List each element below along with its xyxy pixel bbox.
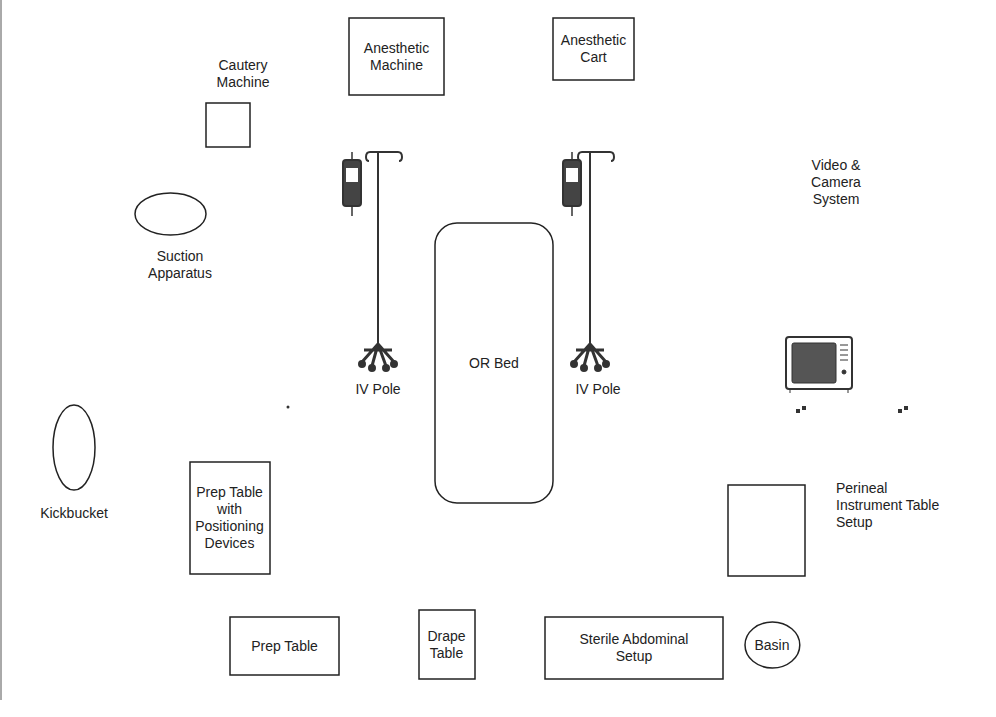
suction-ellipse: Suction Apparatus <box>134 192 207 236</box>
outline <box>230 617 339 675</box>
outline <box>206 103 250 147</box>
outline <box>419 610 475 679</box>
node-content: Basin <box>744 621 801 669</box>
table-box: Prep Table <box>229 616 340 676</box>
node-label: Kickbucket <box>24 505 124 522</box>
or-bed: OR Bed <box>434 222 554 504</box>
node-label: Prep Table <box>251 638 318 655</box>
iv-pole-left <box>343 152 402 371</box>
foot-pedals <box>796 406 908 413</box>
equipment-label: Video & Camera System <box>796 157 876 207</box>
outline <box>135 193 206 235</box>
node-outline <box>205 102 251 148</box>
node-label: Suction Apparatus <box>135 248 225 282</box>
page-edge <box>1 0 2 700</box>
node-label: Cautery Machine <box>203 57 283 91</box>
outline <box>728 485 805 576</box>
node-label: Anesthetic Machine <box>357 40 437 74</box>
equipment-box: Anesthetic Machine <box>348 17 445 96</box>
outline <box>53 405 95 490</box>
node-label: OR Bed <box>469 355 519 372</box>
iv-pole-right <box>563 152 614 371</box>
outline <box>435 223 553 503</box>
node-label: Anesthetic Cart <box>558 32 630 66</box>
node-outline <box>134 192 207 236</box>
node-label: Sterile Abdominal Setup <box>569 631 699 665</box>
node-outline <box>52 404 96 491</box>
table-box: Drape Table <box>418 609 476 680</box>
node-content: Prep Table with Positioning Devices <box>189 461 271 575</box>
outline <box>545 617 723 679</box>
video-monitor <box>786 337 852 393</box>
outline <box>349 18 444 95</box>
dot <box>287 406 290 409</box>
table-box: Perineal Instrument Table Setup <box>727 484 806 577</box>
outline <box>553 18 634 80</box>
node-content: Anesthetic Cart <box>552 17 635 81</box>
equipment-box: Cautery Machine <box>205 102 251 148</box>
node-outline <box>727 484 806 577</box>
equipment-box: Anesthetic Cart <box>552 17 635 81</box>
node-label: Drape Table <box>421 628 473 662</box>
table-box: Sterile Abdominal Setup <box>544 616 724 680</box>
node-label: Perineal Instrument Table Setup <box>836 480 946 530</box>
node-content: OR Bed <box>434 222 554 504</box>
table-box: Prep Table with Positioning Devices <box>189 461 271 575</box>
equipment-label: IV Pole <box>568 381 628 398</box>
outline <box>745 622 800 668</box>
node-content: Drape Table <box>418 609 476 680</box>
kickbucket-ellipse: Kickbucket <box>52 404 96 491</box>
basin-circle: Basin <box>744 621 801 669</box>
node-content: Prep Table <box>229 616 340 676</box>
node-label: Basin <box>754 637 789 654</box>
node-content: Anesthetic Machine <box>348 17 445 96</box>
node-content: Sterile Abdominal Setup <box>544 616 724 680</box>
equipment-label: IV Pole <box>348 381 408 398</box>
node-label: Prep Table with Positioning Devices <box>192 484 268 551</box>
outline <box>190 462 270 574</box>
